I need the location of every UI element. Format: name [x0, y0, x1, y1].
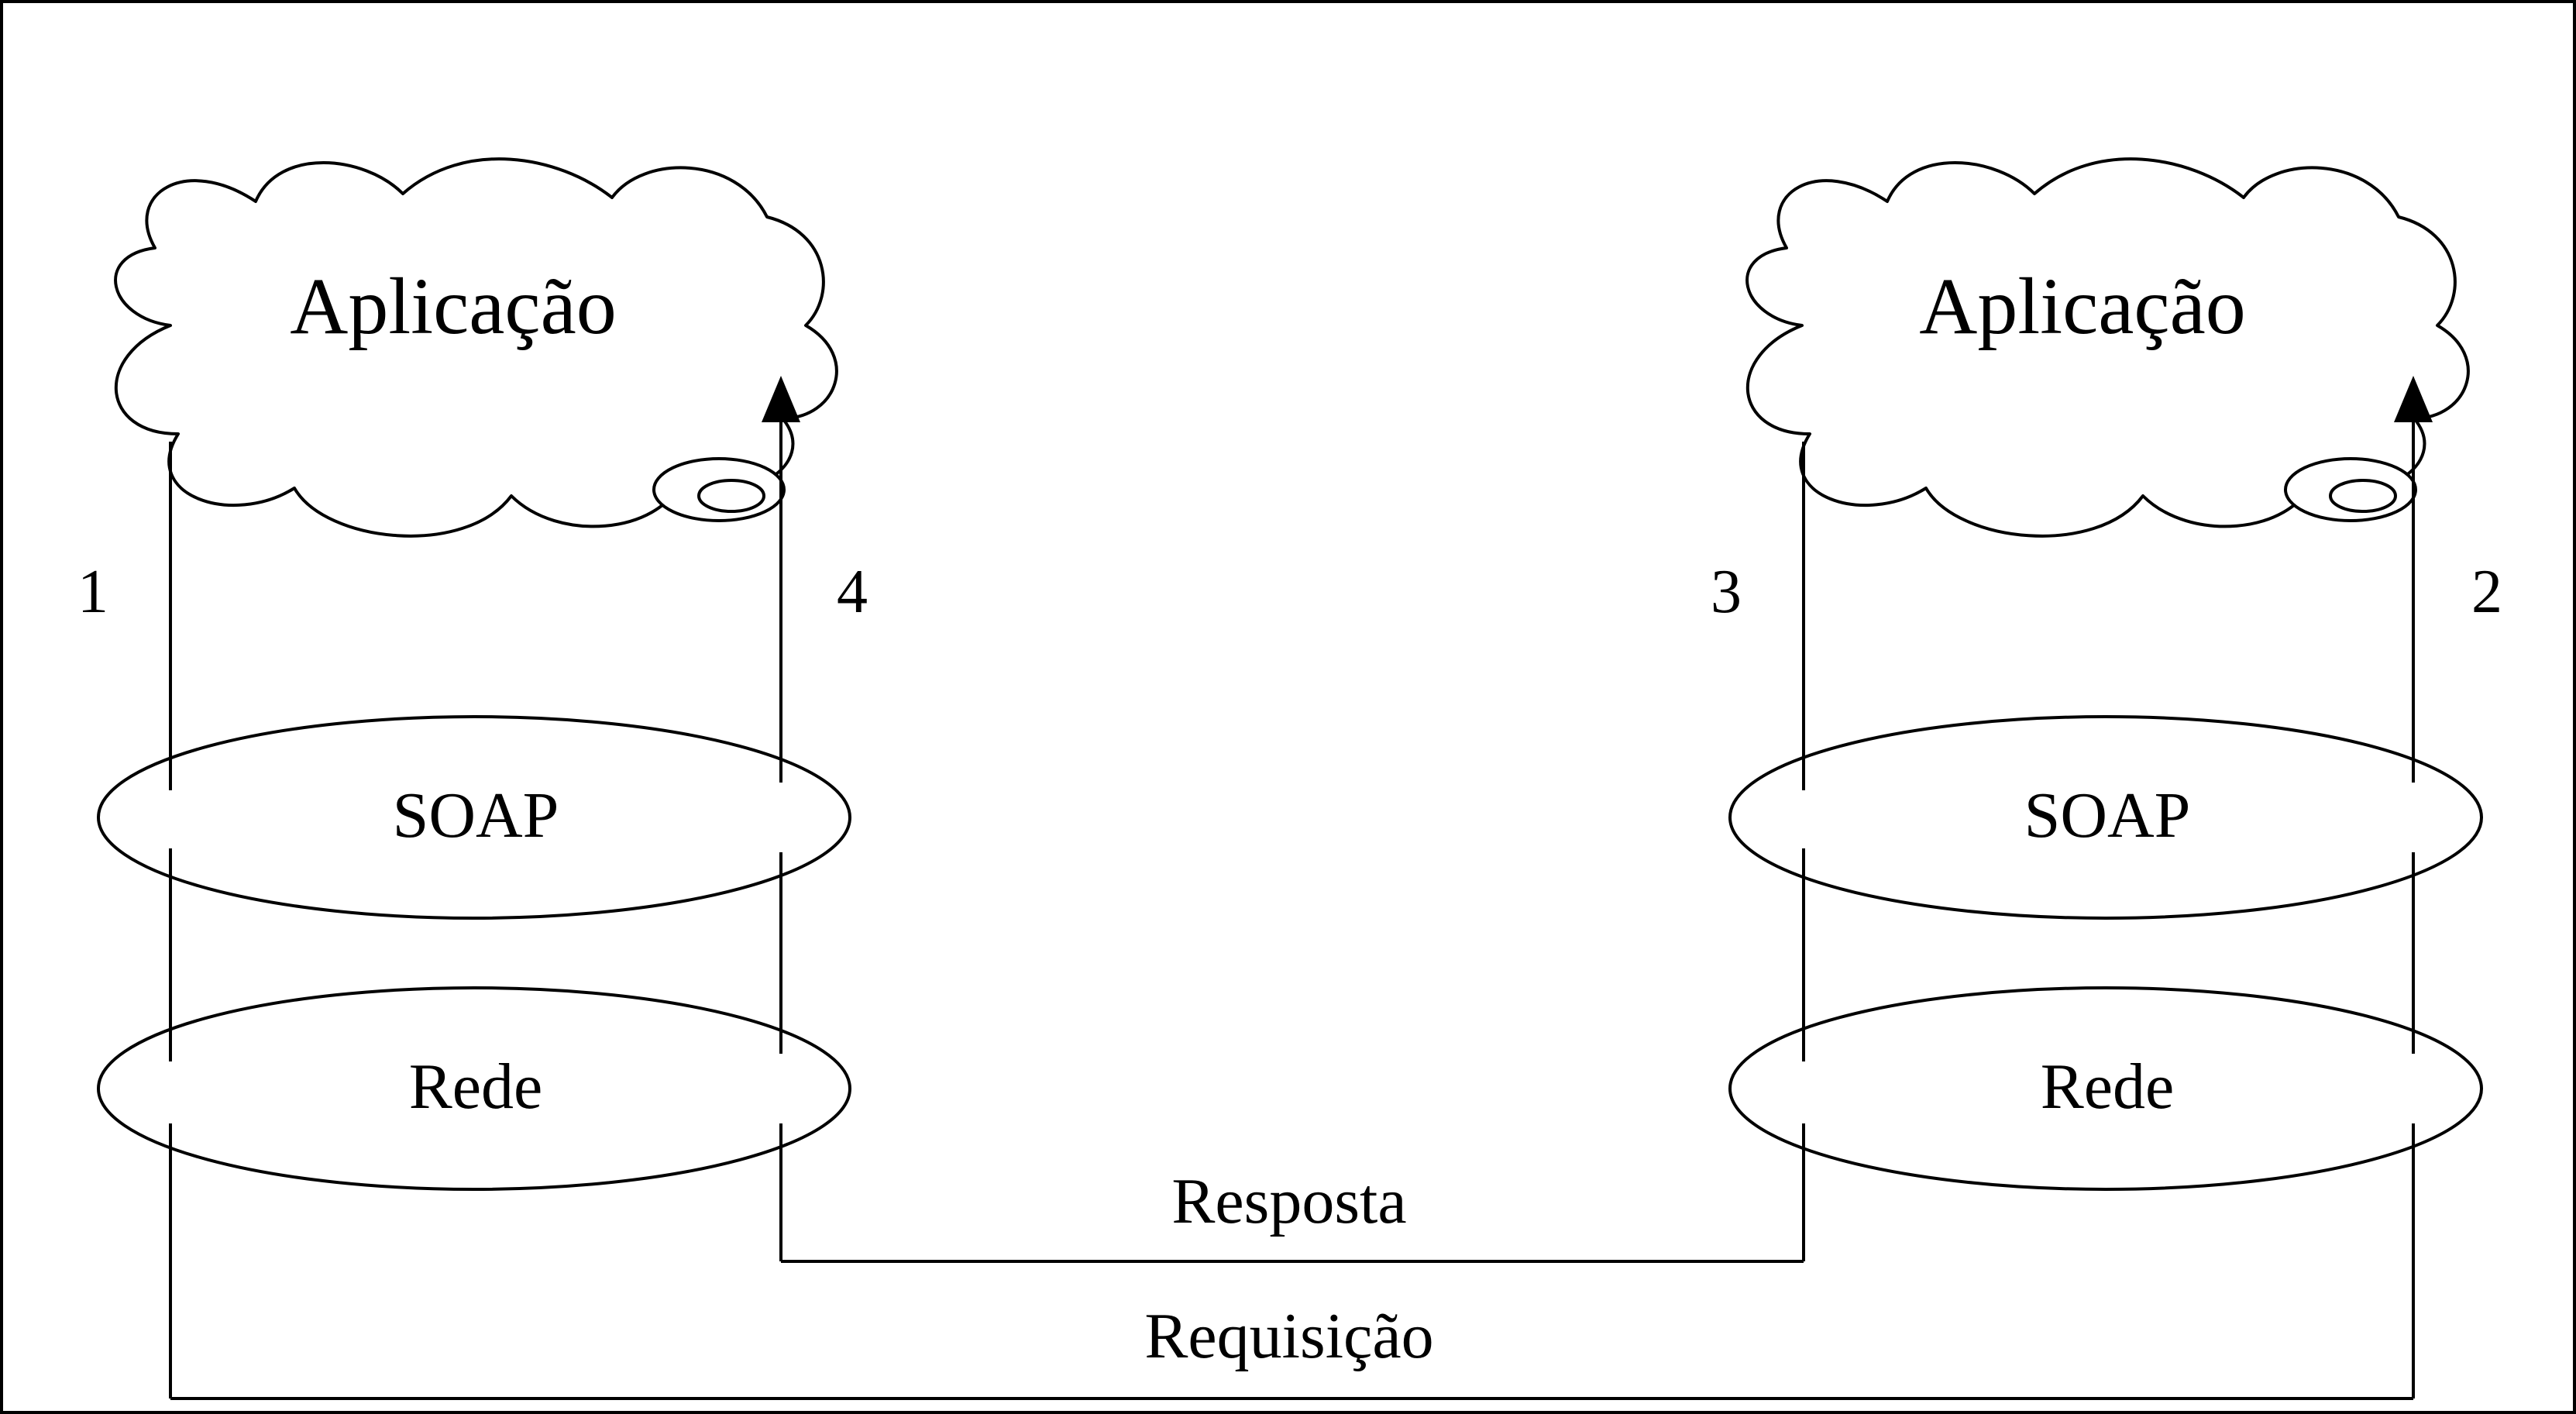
right-incoming-arrowhead: [2394, 376, 2433, 422]
left-cloud-tail-inner: [697, 479, 765, 513]
left-step-1-label: 1: [77, 558, 108, 626]
left-incoming-arrowhead: [762, 376, 800, 422]
left-network-layer: [97, 986, 851, 1191]
left-soap-layer: [97, 715, 851, 920]
request-label: Requisição: [1144, 1300, 1433, 1372]
right-soap-label: SOAP: [2024, 779, 2191, 851]
left-application-label: Aplicação: [290, 262, 617, 351]
right-application-label: Aplicação: [1919, 262, 2246, 351]
left-soap-label: SOAP: [393, 779, 559, 851]
right-soap-layer: [1728, 715, 2483, 920]
right-step-2-label: 2: [2471, 558, 2502, 626]
left-network-label: Rede: [409, 1051, 543, 1123]
left-stack: Aplicação SOAP Rede 1 4: [77, 157, 868, 1399]
response-label: Resposta: [1171, 1165, 1406, 1237]
left-step-4-label: 4: [837, 558, 868, 626]
right-network-label: Rede: [2041, 1051, 2175, 1123]
right-network-layer: [1728, 986, 2483, 1191]
right-application-cloud: [1745, 157, 2470, 538]
right-cloud-tail-inner: [2329, 479, 2397, 513]
right-stack: Aplicação SOAP Rede 3 2: [1711, 157, 2502, 1399]
right-step-3-label: 3: [1711, 558, 1742, 626]
left-application-cloud: [114, 157, 838, 538]
